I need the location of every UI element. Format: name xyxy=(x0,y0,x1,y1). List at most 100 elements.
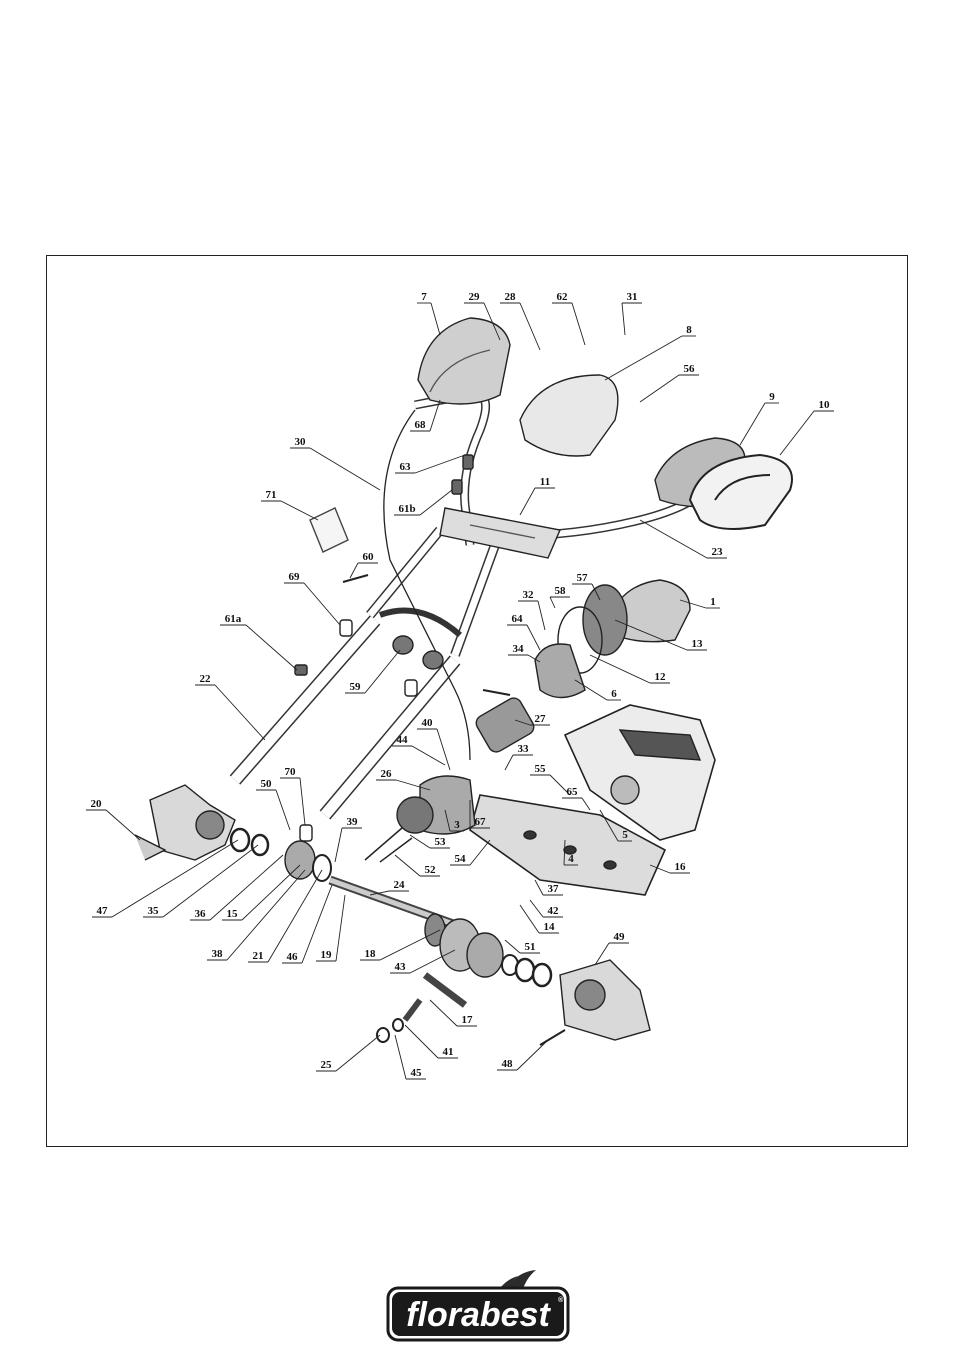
leader-line-39 xyxy=(334,827,343,863)
leader-line-38 xyxy=(226,869,306,961)
part-label-68: 68 xyxy=(415,419,427,431)
leader-line-40 xyxy=(436,728,451,771)
part-label-24: 24 xyxy=(394,879,406,891)
leader-line-21 xyxy=(267,869,323,963)
part-label-15: 15 xyxy=(227,908,239,920)
part-label-59: 59 xyxy=(350,681,362,693)
leader-line-22 xyxy=(214,684,266,741)
part-label-30: 30 xyxy=(295,436,307,448)
part-label-40: 40 xyxy=(422,717,434,729)
part-label-23: 23 xyxy=(712,546,724,558)
leader-lines xyxy=(86,302,834,1080)
leader-line-44 xyxy=(411,745,446,766)
part-label-13: 13 xyxy=(692,638,704,650)
part-label-61b: 61b xyxy=(398,503,415,515)
leader-line-70 xyxy=(299,777,306,826)
leader-line-18 xyxy=(379,929,441,961)
leader-line-24 xyxy=(369,890,390,896)
logo-badge-inner xyxy=(392,1292,564,1336)
part-label-22: 22 xyxy=(200,673,212,685)
leader-line-11 xyxy=(519,487,536,516)
part-label-62: 62 xyxy=(557,291,569,303)
leader-line-13 xyxy=(614,619,688,651)
part-label-38: 38 xyxy=(212,948,224,960)
leader-line-20 xyxy=(105,809,141,841)
leader-line-3 xyxy=(444,809,451,832)
leader-line-58 xyxy=(549,596,556,609)
leader-line-54 xyxy=(469,839,491,866)
part-label-19: 19 xyxy=(321,949,333,961)
part-label-37: 37 xyxy=(548,883,560,895)
part-label-3: 3 xyxy=(454,819,460,831)
leader-line-65 xyxy=(581,797,591,811)
leader-line-48 xyxy=(516,1039,549,1071)
part-label-11: 11 xyxy=(540,476,550,488)
part-label-29: 29 xyxy=(469,291,481,303)
leader-line-69 xyxy=(303,582,341,626)
diagram-frame xyxy=(46,255,908,1147)
part-label-25: 25 xyxy=(321,1059,333,1071)
leader-line-7 xyxy=(430,302,441,336)
part-label-45: 45 xyxy=(411,1067,423,1079)
leader-line-32 xyxy=(537,600,546,631)
leader-line-59 xyxy=(364,649,401,694)
part-label-46: 46 xyxy=(287,951,299,963)
leader-line-37 xyxy=(534,879,544,896)
part-label-69: 69 xyxy=(289,571,301,583)
leader-line-28 xyxy=(519,302,541,351)
part-label-33: 33 xyxy=(518,743,530,755)
part-label-14: 14 xyxy=(544,921,556,933)
part-label-4: 4 xyxy=(568,853,574,865)
part-label-12: 12 xyxy=(655,671,667,683)
leader-line-43 xyxy=(409,949,456,974)
leader-line-25 xyxy=(335,1034,381,1072)
leader-line-6 xyxy=(574,679,608,701)
part-label-5: 5 xyxy=(622,829,628,841)
part-label-60: 60 xyxy=(363,551,375,563)
part-label-52: 52 xyxy=(425,864,437,876)
leader-line-49 xyxy=(594,942,610,966)
part-label-21: 21 xyxy=(253,950,264,962)
part-label-56: 56 xyxy=(684,363,696,375)
part-label-17: 17 xyxy=(462,1014,474,1026)
florabest-logo: florabest ® xyxy=(386,1270,570,1342)
part-label-31: 31 xyxy=(627,291,638,303)
part-label-32: 32 xyxy=(523,589,535,601)
registered-mark: ® xyxy=(558,1296,564,1304)
leader-line-27 xyxy=(514,719,531,726)
part-label-36: 36 xyxy=(195,908,207,920)
part-label-1: 1 xyxy=(710,596,716,608)
part-label-35: 35 xyxy=(148,905,160,917)
part-label-57: 57 xyxy=(577,572,589,584)
leader-line-52 xyxy=(394,854,421,877)
leader-line-12 xyxy=(589,654,651,684)
leader-line-47 xyxy=(111,839,239,918)
part-label-53: 53 xyxy=(435,836,447,848)
part-label-49: 49 xyxy=(614,931,626,943)
part-label-10: 10 xyxy=(819,399,831,411)
part-label-41: 41 xyxy=(443,1046,454,1058)
part-label-8: 8 xyxy=(686,324,692,336)
brand-name: florabest xyxy=(406,1296,551,1334)
leader-line-46 xyxy=(301,884,333,964)
leader-line-9 xyxy=(739,402,766,446)
leader-line-26 xyxy=(395,779,431,791)
leader-line-61b xyxy=(419,489,453,516)
leader-line-71 xyxy=(280,500,319,521)
leader-line-55 xyxy=(549,774,571,796)
leader-line-17 xyxy=(429,999,458,1027)
part-label-71: 71 xyxy=(266,489,277,501)
part-label-55: 55 xyxy=(535,763,547,775)
leader-line-56 xyxy=(639,374,680,403)
leader-line-34 xyxy=(527,654,541,663)
leader-line-1 xyxy=(679,599,707,609)
part-label-70: 70 xyxy=(285,766,297,778)
part-label-64: 64 xyxy=(512,613,524,625)
part-label-54: 54 xyxy=(455,853,467,865)
part-label-50: 50 xyxy=(261,778,273,790)
leader-line-57 xyxy=(591,583,601,601)
leader-line-16 xyxy=(649,864,671,874)
part-label-51: 51 xyxy=(525,941,536,953)
part-label-63: 63 xyxy=(400,461,412,473)
